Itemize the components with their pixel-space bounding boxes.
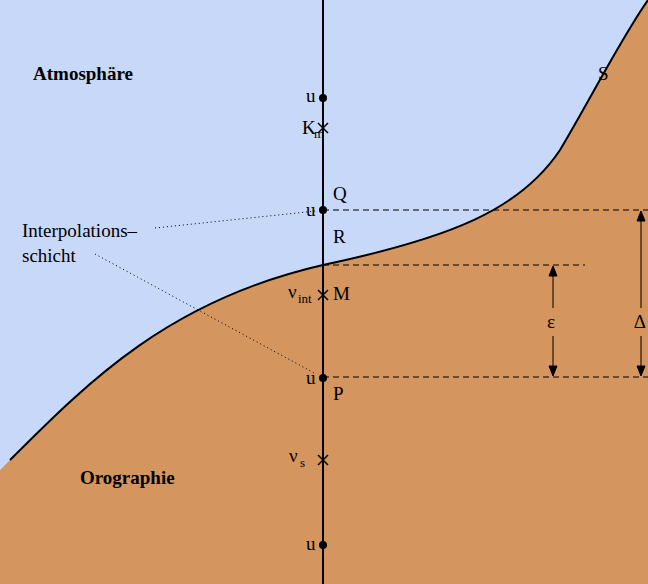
variable-label: u [306, 534, 316, 553]
variable-label: u [306, 368, 316, 387]
point-label: M [333, 284, 350, 303]
subscript-label: s [300, 456, 305, 469]
dimension-label: Δ [634, 312, 646, 331]
area-label: Atmosphäre [33, 64, 133, 83]
point-label: Q [333, 184, 347, 203]
variable-label: u [306, 86, 316, 105]
point-label: P [333, 384, 344, 403]
variable-label: K [302, 118, 316, 137]
area-label: Orographie [80, 468, 175, 487]
dimension-arrows [549, 211, 645, 376]
point-label: R [333, 227, 346, 246]
surface-label: S [598, 64, 609, 83]
grid-points [319, 94, 327, 549]
layer-note: Interpolations– schicht [22, 218, 152, 268]
dimension-label: ε [547, 312, 555, 331]
cross-marks [318, 123, 328, 465]
subscript-label: int [298, 292, 312, 305]
variable-label: ν [289, 446, 298, 465]
variable-label: u [306, 200, 316, 219]
level-lines [323, 210, 648, 377]
subscript-label: m [314, 127, 324, 140]
variable-label: ν [288, 282, 297, 301]
surface-line [10, 0, 648, 460]
vertical-axis [322, 0, 324, 584]
